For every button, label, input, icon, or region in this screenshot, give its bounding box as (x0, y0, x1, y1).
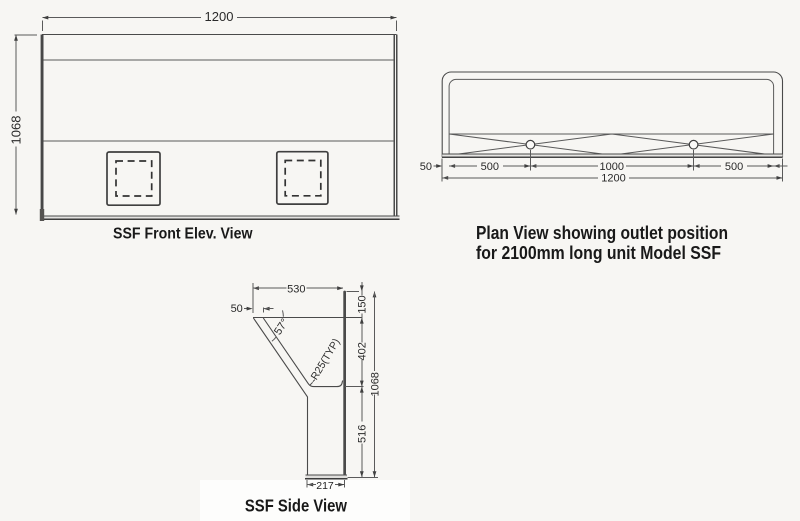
svg-text:150: 150 (357, 295, 369, 313)
svg-text:Plan View showing outlet posit: Plan View showing outlet position (476, 223, 728, 243)
svg-text:50: 50 (420, 161, 432, 173)
svg-text:SSF Front Elev. View: SSF Front Elev. View (113, 226, 253, 243)
svg-text:500: 500 (725, 161, 743, 173)
svg-text:402: 402 (357, 342, 369, 360)
svg-text:1068: 1068 (369, 372, 381, 396)
svg-text:1000: 1000 (600, 161, 624, 173)
svg-text:50: 50 (231, 303, 243, 315)
svg-text:500: 500 (481, 161, 499, 173)
svg-text:217: 217 (316, 480, 334, 492)
svg-text:516: 516 (357, 425, 369, 443)
svg-text:for 2100mm long unit Model SSF: for 2100mm long unit Model SSF (476, 243, 721, 263)
svg-text:530: 530 (287, 283, 305, 295)
svg-text:1200: 1200 (601, 172, 625, 184)
svg-text:SSF Side View: SSF Side View (245, 496, 347, 516)
svg-text:1068: 1068 (9, 116, 24, 145)
svg-text:1200: 1200 (205, 9, 234, 24)
